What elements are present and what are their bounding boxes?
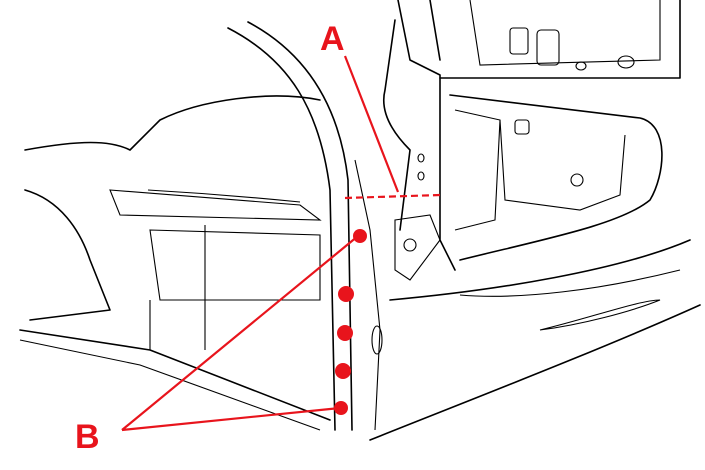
cut-line-dashed [344,193,441,200]
weld-point [334,401,348,415]
callout-label-b: B [75,418,100,456]
callout-label-a: A [320,20,345,58]
weld-point [337,325,353,341]
weld-points [334,229,367,415]
callout-a-leader [343,55,441,200]
weld-point [353,229,367,243]
callout-b-leaders [121,235,359,432]
weld-point [338,286,354,302]
weld-point [335,363,351,379]
body-outline [19,0,701,441]
